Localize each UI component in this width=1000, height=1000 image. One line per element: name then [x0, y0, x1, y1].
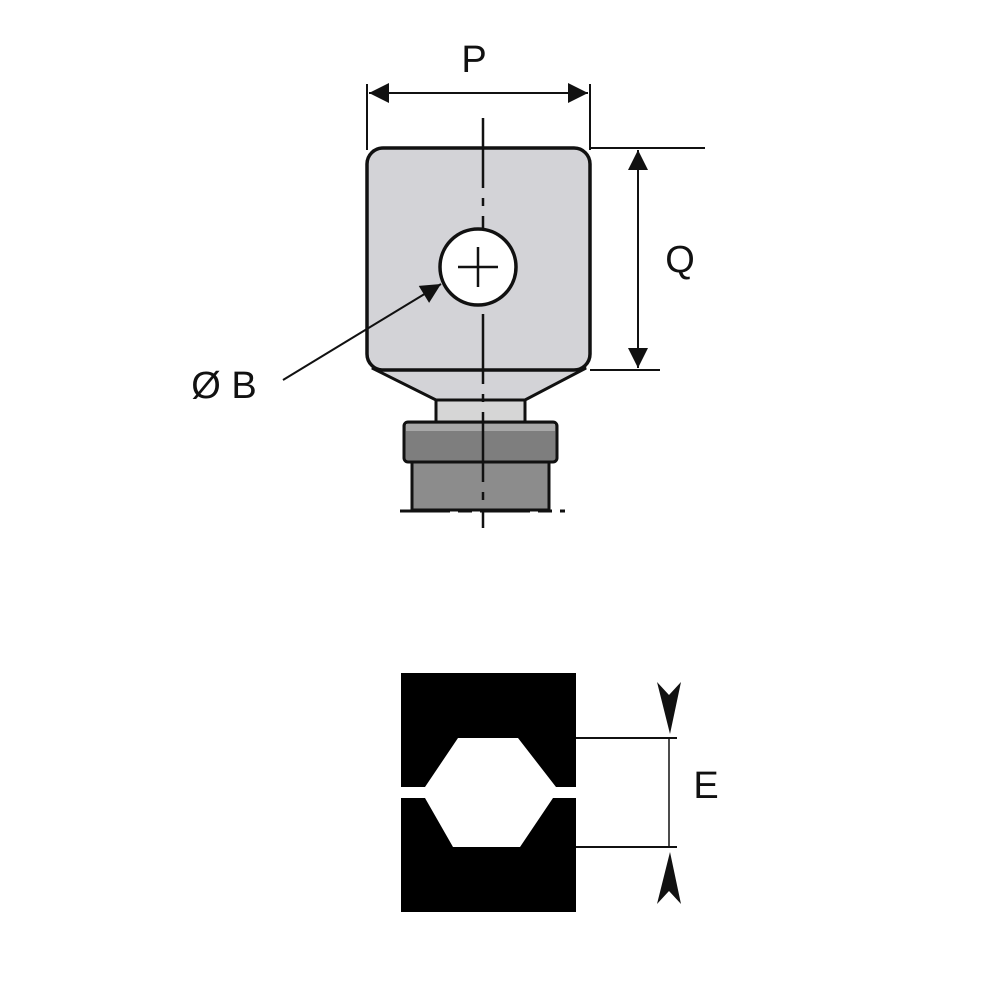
- die-flange-band: [406, 424, 555, 431]
- die-neck: [434, 398, 527, 425]
- die-side-view: [365, 118, 592, 528]
- insert-lower-half: [401, 798, 576, 912]
- die-shank: [410, 460, 551, 512]
- label-p: P: [461, 39, 486, 81]
- die-neck-taper: [371, 366, 587, 402]
- crimp-insert: [401, 673, 576, 912]
- label-b: Ø B: [191, 365, 256, 407]
- dimension-p: P: [366, 39, 591, 150]
- dimension-e: E: [576, 682, 719, 904]
- arrow-up-icon: [657, 852, 681, 904]
- label-q: Q: [665, 239, 695, 281]
- label-e: E: [693, 765, 718, 807]
- arrow-down-icon: [657, 682, 681, 734]
- dimension-b: Ø B: [191, 283, 442, 407]
- leader-arrow: [282, 283, 442, 381]
- dimension-q: Q: [590, 147, 705, 371]
- insert-upper-half: [401, 673, 576, 787]
